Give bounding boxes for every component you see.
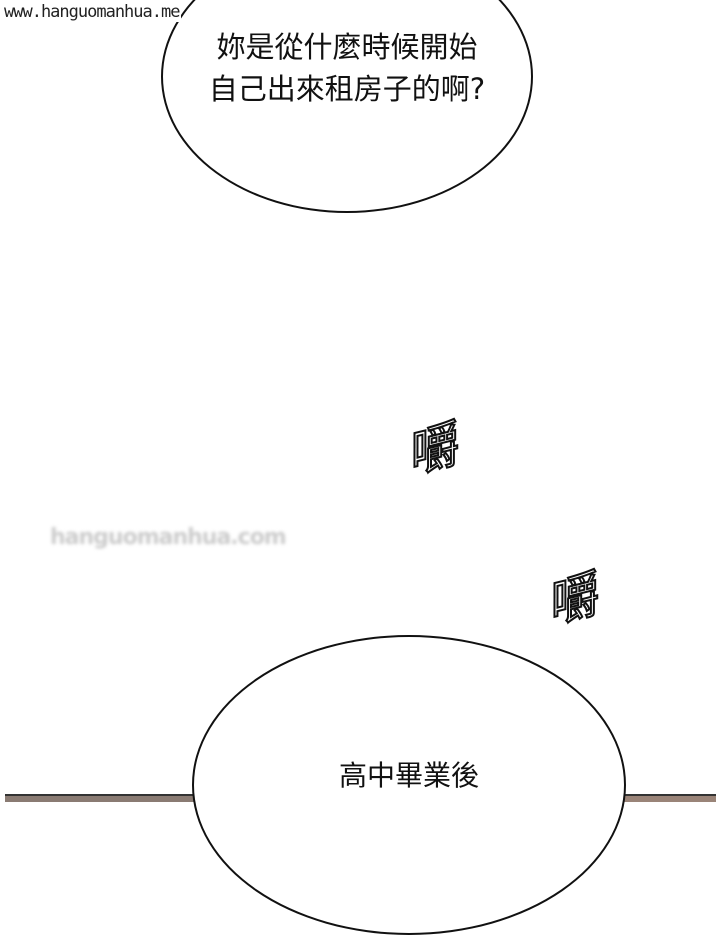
speech-bubble-bottom: 高中畢業後 [192,635,626,935]
bubble-text-line: 高中畢業後 [338,759,479,792]
faded-watermark: hanguomanhua.com [50,525,287,550]
panel-edge-right [618,794,716,802]
bubble-text-line: 自己出來租房子的啊? [208,72,486,106]
speech-bubble-top: 妳是從什麼時候開始 自己出來租房子的啊? [161,0,533,213]
sound-effect: 嚼 [399,415,464,485]
watermark: www.hanguomanhua.me [2,2,182,22]
sound-effect: 嚼 [539,565,604,635]
bubble-text-line: 妳是從什麼時候開始 [216,30,478,64]
panel-edge-left [5,794,197,802]
